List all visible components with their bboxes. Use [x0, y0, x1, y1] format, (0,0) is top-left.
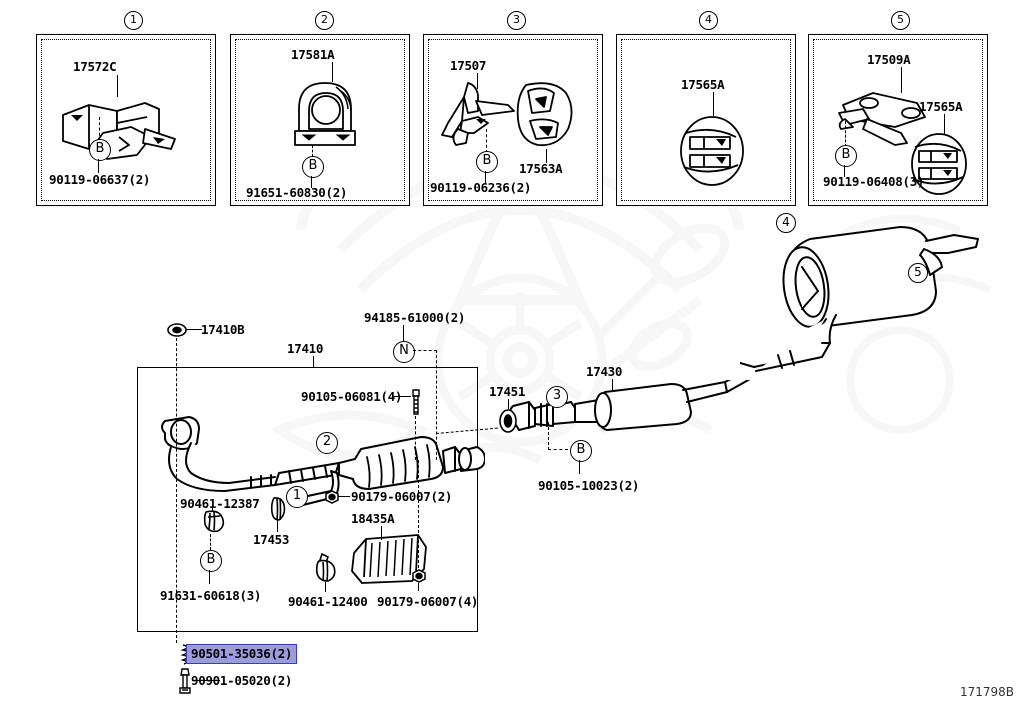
inset-box-3[interactable]: 17507 B 90119-06236(2) 17563A: [423, 34, 603, 206]
gasket-17410B-art: [167, 323, 187, 337]
part-label-17572C: 17572C: [73, 59, 117, 74]
dash-N-to-bracket: [413, 350, 437, 351]
part-label-90461-12400: 90461-12400: [288, 594, 368, 609]
center-pipe-art: [509, 380, 751, 431]
leader-94185-61000: [403, 325, 405, 341]
part-label-17430: 17430: [586, 364, 623, 379]
figure-id-code: 171798B: [959, 685, 1014, 699]
marker-circle-B-5: B: [835, 145, 857, 167]
inset-number-2: 2: [315, 11, 334, 30]
inset-box-3-frame: [428, 39, 598, 201]
leader-90105-10023: [579, 460, 581, 474]
leader-90461-12387: [212, 505, 214, 511]
leader-17565A-box4: [713, 92, 715, 116]
marker-circle-B-center: B: [570, 440, 592, 462]
part-label-17453: 17453: [253, 532, 290, 547]
dash-bolt-90105-06081: [415, 416, 416, 460]
part-label-17410B: 17410B: [201, 322, 245, 337]
leader-17410: [313, 356, 315, 368]
leader-91651-60830: [311, 176, 313, 188]
part-label-17565A-box4: 17565A: [681, 77, 725, 92]
part-label-90119-06236: 90119-06236(2): [430, 180, 532, 195]
inset-boxes-row: 1 17572C: [0, 0, 1024, 215]
leader-18435A: [381, 526, 383, 540]
leader-17451: [508, 399, 510, 409]
dash-N-bracket-down: [436, 350, 437, 460]
inset-box-4-frame: [621, 39, 791, 201]
inset-box-1[interactable]: 17572C B 90119-06637(2): [36, 34, 216, 206]
part-label-17581A: 17581A: [291, 47, 335, 62]
leader-17572C: [117, 75, 119, 97]
leader-17565A-box5: [944, 114, 946, 134]
dash-17572C-bolt: [99, 117, 100, 141]
dash-17509A-bolt: [845, 121, 846, 147]
leader-17581A: [332, 62, 334, 82]
dash-90179-06007-4: [418, 460, 419, 568]
leader-17507: [477, 73, 479, 89]
leader-17453: [277, 520, 279, 532]
part-label-17509A: 17509A: [867, 52, 911, 67]
inset-box-5[interactable]: 17509A 17565A B 90119-06408(3): [808, 34, 988, 206]
part-label-18435A: 18435A: [351, 511, 395, 526]
leader-17509A: [901, 67, 903, 93]
leader-90119-06236: [485, 171, 487, 183]
inset-box-4[interactable]: 17565A: [616, 34, 796, 206]
leader-91631-60618: [209, 570, 211, 584]
part-label-90119-06637: 90119-06637(2): [49, 172, 151, 187]
inset-number-5: 5: [891, 11, 910, 30]
leader-90119-06408: [844, 165, 846, 177]
inset-box-1-frame: [41, 39, 211, 201]
part-label-90901-05020: 90901-05020(2): [191, 673, 293, 688]
dash-90105-10023-h: [548, 449, 568, 450]
leader-90179-06007-2: [338, 496, 350, 498]
leader-17563A: [546, 149, 548, 163]
leader-90119-06637: [98, 159, 100, 173]
inset-number-1: 1: [124, 11, 143, 30]
callout-circle-3-pipe: 3: [546, 386, 568, 408]
part-label-90119-06408: 90119-06408(3): [823, 174, 925, 189]
rear-muffler-art: [740, 226, 979, 372]
inset-box-2-frame: [235, 39, 405, 201]
part-label-17410: 17410: [287, 341, 324, 356]
marker-circle-B-main: B: [200, 550, 222, 572]
inset-box-5-frame: [813, 39, 983, 201]
main-assembly-box[interactable]: [137, 367, 478, 632]
part-label-17507: 17507: [450, 58, 487, 73]
part-label-90179-06007-4: 90179-06007(4): [377, 594, 479, 609]
part-label-90179-06007-2: 90179-06007(2): [351, 489, 453, 504]
marker-circle-N: N: [393, 341, 415, 363]
part-label-90105-10023: 90105-10023(2): [538, 478, 640, 493]
leader-17410B: [186, 329, 202, 331]
part-label-17451: 17451: [489, 384, 526, 399]
inset-number-4: 4: [699, 11, 718, 30]
leader-90105-06081: [393, 396, 411, 398]
callout-circle-4-muffler: 4: [776, 213, 796, 233]
dash-17410B: [176, 338, 177, 643]
dash-90105-10023-v: [548, 422, 549, 450]
leader-90179-06007-4: [418, 583, 420, 591]
marker-circle-B-3: B: [476, 151, 498, 173]
dash-17507-bolt: [486, 129, 487, 153]
dash-91631-60618: [210, 534, 211, 550]
part-label-91631-60618: 91631-60618(3): [160, 588, 262, 603]
gasket-17451-art: [499, 409, 517, 433]
part-label-91651-60830: 91651-60830(2): [246, 185, 348, 200]
part-label-94185-61000: 94185-61000(2): [364, 310, 466, 325]
dash-17581A-bolt: [312, 145, 313, 157]
marker-circle-B-1: B: [89, 139, 111, 161]
leader-17430: [612, 379, 614, 391]
part-label-17565A-box5: 17565A: [919, 99, 963, 114]
marker-circle-B-2: B: [302, 156, 324, 178]
selected-part-90501-35036[interactable]: 90501-35036(2): [186, 644, 298, 664]
leader-90461-12400: [325, 582, 327, 592]
part-label-90105-06081: 90105-06081(4): [301, 389, 403, 404]
leader-90901-05020: [192, 680, 220, 682]
callout-circle-2-pipe: 2: [316, 432, 338, 454]
part-label-90461-12387: 90461-12387: [180, 496, 260, 511]
inset-box-2[interactable]: 17581A B 91651-60830(2): [230, 34, 410, 206]
inset-number-3: 3: [507, 11, 526, 30]
callout-circle-1-pipe: 1: [286, 486, 308, 508]
callout-circle-5-muffler: 5: [908, 263, 928, 283]
part-label-17563A: 17563A: [519, 161, 563, 176]
